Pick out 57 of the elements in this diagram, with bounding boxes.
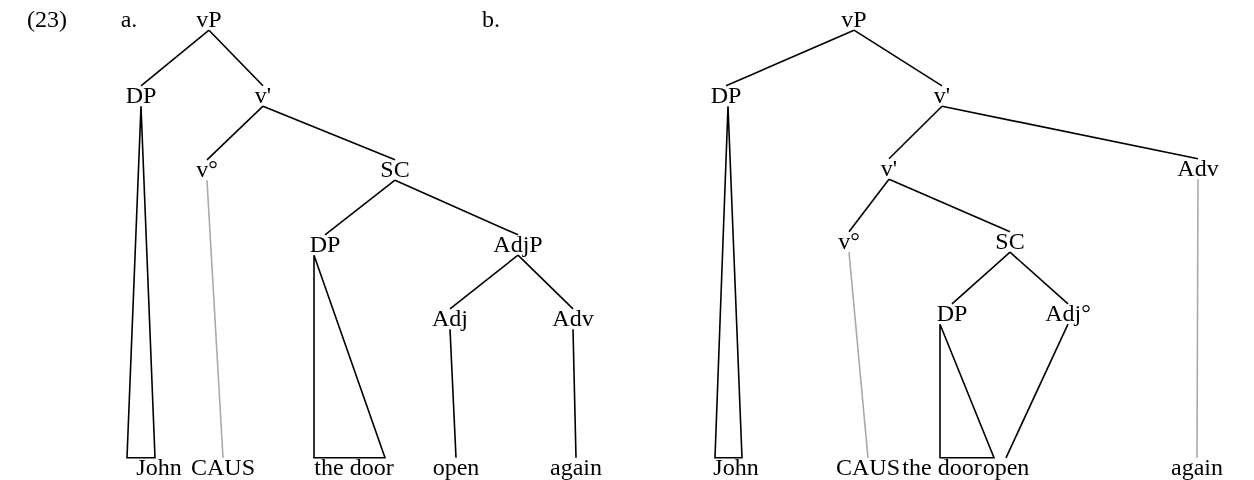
tree-branch — [324, 179, 396, 236]
tree-branch — [517, 254, 574, 310]
triangle-roof — [714, 105, 743, 459]
category-label: SC — [380, 155, 410, 183]
terminal-word: John — [713, 453, 759, 480]
terminal-word: CAUS — [836, 453, 900, 480]
category-label: DP — [309, 230, 341, 258]
triangle-roof — [313, 254, 387, 459]
terminal-word: John — [136, 453, 182, 480]
tree-branch — [206, 105, 264, 161]
tree-branch — [888, 178, 1011, 233]
tree-branch — [1196, 178, 1199, 459]
category-label: vP — [841, 5, 867, 33]
tree-branch — [206, 179, 224, 459]
category-label: v° — [838, 227, 860, 255]
tree-branch — [725, 29, 855, 87]
category-label: DP — [936, 299, 968, 327]
category-label: vP — [196, 5, 222, 33]
tree-branch — [449, 254, 519, 310]
tree-branch — [951, 251, 1011, 305]
terminal-word: again — [550, 453, 602, 480]
terminal-word: the door — [902, 453, 982, 480]
category-label: SC — [995, 227, 1025, 255]
panel-label: a. — [120, 5, 138, 33]
example-number: (23) — [27, 5, 67, 33]
tree-branch — [848, 251, 869, 459]
tree-branch — [394, 179, 519, 236]
tree-branch — [449, 328, 457, 459]
category-label: Adv — [552, 304, 594, 332]
triangle-roof — [939, 323, 996, 459]
tree-branch — [572, 328, 577, 459]
category-label: Adj° — [1045, 299, 1091, 327]
tree-branch — [848, 178, 890, 233]
category-label: AdjP — [493, 230, 543, 258]
category-label: Adj — [432, 304, 468, 332]
terminal-word: open — [982, 453, 1030, 480]
terminal-word: open — [432, 453, 480, 480]
category-label: v° — [196, 155, 218, 183]
tree-branch — [1005, 323, 1069, 459]
triangle-roof — [126, 105, 156, 459]
category-label: DP — [710, 81, 742, 109]
tree-branch — [853, 29, 943, 87]
terminal-word: CAUS — [191, 453, 255, 480]
category-label: v' — [880, 154, 898, 182]
category-label: DP — [125, 81, 157, 109]
tree-branch — [941, 105, 1199, 160]
category-label: v' — [254, 81, 272, 109]
tree-branch — [1009, 251, 1069, 305]
category-label: v' — [933, 81, 951, 109]
tree-branch — [208, 29, 264, 87]
tree-branch — [140, 29, 210, 87]
terminal-word: the door — [314, 453, 394, 480]
tree-branch — [262, 105, 396, 161]
terminal-word: again — [1171, 453, 1223, 480]
tree-branch — [888, 105, 943, 160]
panel-label: b. — [482, 5, 500, 33]
category-label: Adv — [1177, 154, 1219, 182]
